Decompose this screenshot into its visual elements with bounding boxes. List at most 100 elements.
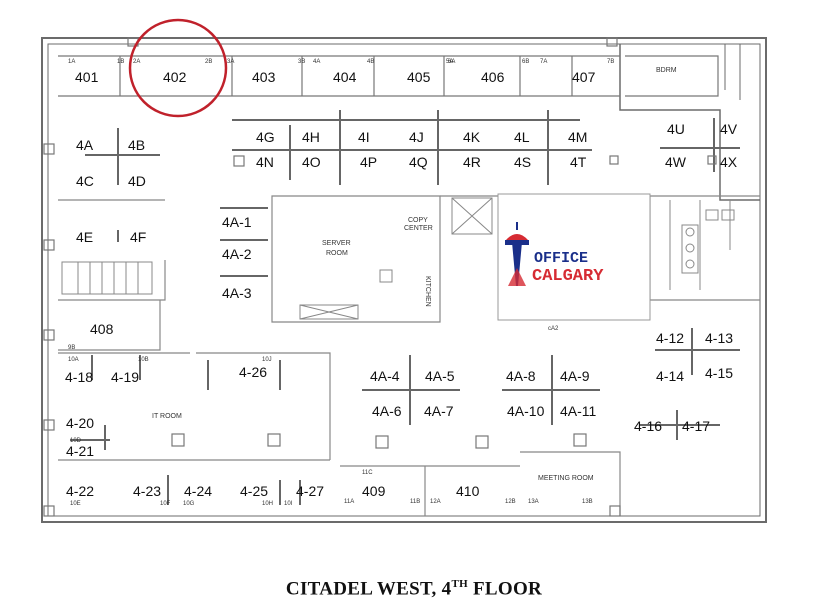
desk-4I: 4I bbox=[358, 129, 370, 145]
svg-text:13A: 13A bbox=[528, 499, 539, 505]
svg-text:10A: 10A bbox=[68, 357, 79, 363]
svg-text:10F: 10F bbox=[160, 501, 171, 507]
room-names: BDRM SERVER ROOM COPY CENTER KITCHEN IT … bbox=[152, 67, 677, 482]
calgary-tower-icon bbox=[505, 222, 529, 286]
svg-text:10E: 10E bbox=[70, 501, 81, 507]
desk-4A: 4A bbox=[76, 137, 94, 153]
desk-4A-11: 4A-11 bbox=[560, 403, 597, 419]
desk-4A-9: 4A-9 bbox=[560, 368, 590, 384]
svg-text:10I: 10I bbox=[284, 501, 293, 507]
server-room-label: SERVER bbox=[322, 240, 351, 247]
desk-4-20: 4-20 bbox=[66, 415, 94, 431]
svg-text:10G: 10G bbox=[183, 501, 195, 507]
svg-text:6A: 6A bbox=[448, 59, 455, 65]
desk-4-23: 4-23 bbox=[133, 483, 161, 499]
building-walls bbox=[41, 37, 767, 523]
svg-text:1B: 1B bbox=[117, 59, 124, 65]
svg-text:7A: 7A bbox=[540, 59, 547, 65]
office-408: 408 bbox=[90, 321, 114, 337]
office-406: 406 bbox=[481, 69, 505, 85]
desk-4J: 4J bbox=[409, 129, 424, 145]
desk-4-12: 4-12 bbox=[656, 330, 684, 346]
server-room-label-2: ROOM bbox=[326, 250, 348, 257]
logo-calgary-text: CALGARY bbox=[532, 267, 604, 286]
desk-labels: 4A 4B 4C 4D 4E 4F 4G 4H 4I 4J 4K 4L 4M 4… bbox=[65, 121, 738, 499]
svg-text:6B: 6B bbox=[522, 59, 529, 65]
desk-4O: 4O bbox=[302, 154, 321, 170]
svg-text:10B: 10B bbox=[138, 357, 149, 363]
svg-text:2A: 2A bbox=[133, 59, 140, 65]
svg-text:3A: 3A bbox=[227, 59, 234, 65]
stairwell bbox=[61, 261, 153, 295]
desk-4A-4: 4A-4 bbox=[370, 368, 400, 384]
desk-4P: 4P bbox=[360, 154, 377, 170]
svg-text:7B: 7B bbox=[607, 59, 614, 65]
office-labels: 401 402 403 404 405 406 407 408 409 410 bbox=[75, 69, 596, 499]
meeting-room-label: MEETING ROOM bbox=[538, 475, 594, 482]
svg-text:9B: 9B bbox=[68, 345, 75, 351]
office-409: 409 bbox=[362, 483, 386, 499]
desk-4C: 4C bbox=[76, 173, 94, 189]
server-room-details bbox=[299, 197, 493, 320]
office-401: 401 bbox=[75, 69, 99, 85]
svg-text:11A: 11A bbox=[344, 499, 354, 505]
logo-office-text: OFFICE bbox=[534, 250, 588, 267]
desk-4A-2: 4A-2 bbox=[222, 246, 252, 262]
desk-4V: 4V bbox=[720, 121, 738, 137]
desk-4L: 4L bbox=[514, 129, 530, 145]
office-407: 407 bbox=[572, 69, 596, 85]
desk-4-27: 4-27 bbox=[296, 483, 324, 499]
svg-text:1A: 1A bbox=[68, 59, 75, 65]
door-codes: 1A 1B 2A 2B 3A 3B 4A 4B 5A 6A 6B 7A 7B 9… bbox=[68, 59, 614, 507]
desk-4A-10: 4A-10 bbox=[507, 403, 545, 419]
desk-4U: 4U bbox=[667, 121, 685, 137]
svg-text:11C: 11C bbox=[362, 470, 373, 476]
desk-4-24: 4-24 bbox=[184, 483, 212, 499]
office-410: 410 bbox=[456, 483, 480, 499]
desk-4-18: 4-18 bbox=[65, 369, 93, 385]
desk-4H: 4H bbox=[302, 129, 320, 145]
svg-text:4A: 4A bbox=[313, 59, 320, 65]
desk-4R: 4R bbox=[463, 154, 481, 170]
svg-text:12B: 12B bbox=[505, 499, 516, 505]
bathroom bbox=[669, 200, 735, 290]
bdrm-label: BDRM bbox=[656, 67, 677, 74]
desk-4N: 4N bbox=[256, 154, 274, 170]
caption-prefix: CITADEL WEST, 4 bbox=[285, 578, 452, 600]
office-403: 403 bbox=[252, 69, 276, 85]
desk-4A-8: 4A-8 bbox=[506, 368, 536, 384]
caption-superscript: TH bbox=[451, 578, 468, 590]
desk-4X: 4X bbox=[720, 154, 738, 170]
desk-4-19: 4-19 bbox=[111, 369, 139, 385]
desk-4-26: 4-26 bbox=[239, 364, 267, 380]
svg-text:3B: 3B bbox=[298, 59, 305, 65]
caption-suffix: FLOOR bbox=[467, 578, 543, 600]
desk-4A-1: 4A-1 bbox=[222, 214, 252, 230]
desk-4M: 4M bbox=[568, 129, 587, 145]
desk-4-21: 4-21 bbox=[66, 443, 94, 459]
office-402: 402 bbox=[163, 69, 187, 85]
svg-text:2B: 2B bbox=[205, 59, 212, 65]
desk-4A-3: 4A-3 bbox=[222, 285, 252, 301]
svg-text:11B: 11B bbox=[410, 499, 420, 505]
desk-4A-7: 4A-7 bbox=[424, 403, 454, 419]
cubicle-dividers bbox=[70, 110, 740, 505]
copy-center-label-2: CENTER bbox=[404, 225, 433, 232]
desk-4B: 4B bbox=[128, 137, 145, 153]
desk-4A-5: 4A-5 bbox=[425, 368, 455, 384]
desk-4S: 4S bbox=[514, 154, 531, 170]
desk-4-16: 4-16 bbox=[634, 418, 662, 434]
svg-text:cA2: cA2 bbox=[548, 326, 559, 332]
copy-center-label: COPY bbox=[408, 217, 428, 224]
desk-4-17: 4-17 bbox=[682, 418, 710, 434]
floor-caption: CITADEL WEST, 4TH FLOOR bbox=[0, 578, 828, 600]
top-office-row bbox=[58, 55, 719, 97]
office-405: 405 bbox=[407, 69, 431, 85]
office-404: 404 bbox=[333, 69, 357, 85]
desk-4D: 4D bbox=[128, 173, 146, 189]
svg-text:13B: 13B bbox=[582, 499, 593, 505]
desk-4W: 4W bbox=[665, 154, 687, 170]
it-room-label: IT ROOM bbox=[152, 413, 182, 420]
svg-text:10D: 10D bbox=[70, 438, 82, 444]
